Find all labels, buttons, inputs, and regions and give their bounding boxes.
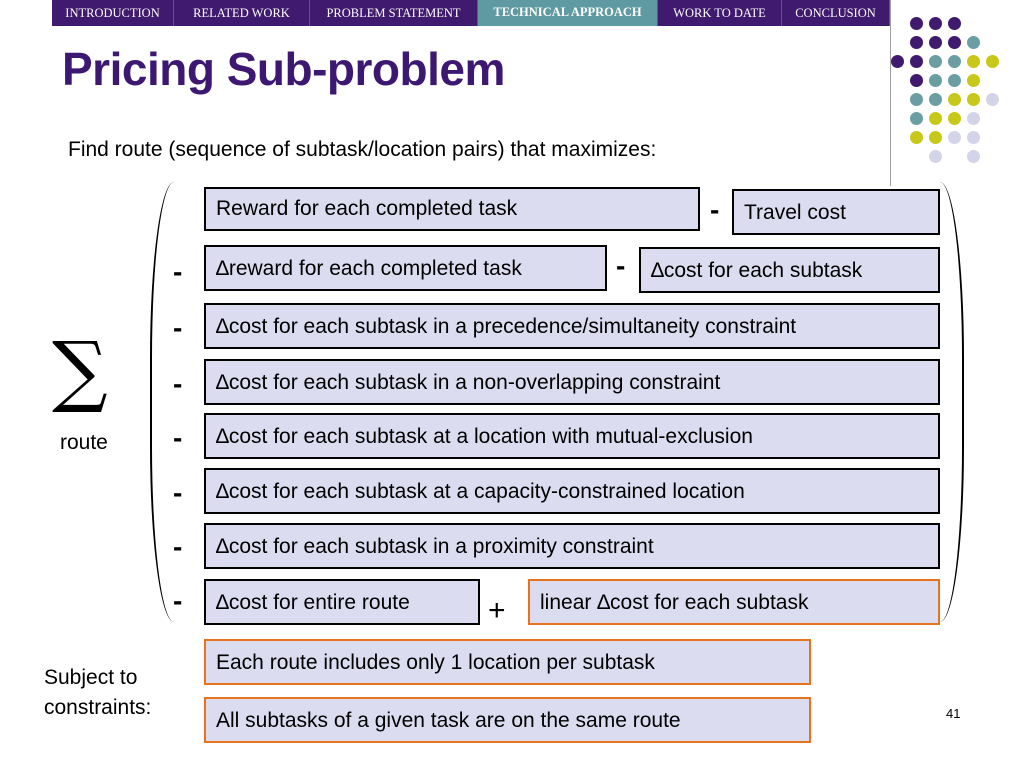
- decor-dot: [948, 74, 961, 87]
- nav-item-work-to-date[interactable]: WORK TO DATE: [658, 0, 782, 26]
- decor-dot: [986, 93, 999, 106]
- decor-dot: [948, 55, 961, 68]
- decor-dot: [948, 93, 961, 106]
- minus-operator: -: [173, 256, 183, 287]
- summation-symbol: ∑: [52, 326, 108, 416]
- decor-dot: [891, 55, 904, 68]
- minus-operator: -: [173, 531, 183, 562]
- decor-dot: [929, 93, 942, 106]
- term-linear-cost: linear ∆cost for each subtask: [528, 579, 940, 625]
- decor-dot: [929, 36, 942, 49]
- nav-item-technical-approach[interactable]: TECHNICAL APPROACH: [478, 0, 658, 26]
- minus-operator: -: [173, 368, 183, 399]
- decor-dot: [910, 17, 923, 30]
- summation-subscript: route: [60, 431, 108, 454]
- intro-text: Find route (sequence of subtask/location…: [68, 138, 657, 161]
- constraints-label-line2: constraints:: [44, 696, 152, 719]
- decor-dot: [967, 55, 980, 68]
- left-parenthesis: [150, 182, 174, 622]
- constraints-label-line1: Subject to: [44, 666, 138, 689]
- term-delta-reward: ∆reward for each completed task: [204, 245, 607, 291]
- constraint-same-route: All subtasks of a given task are on the …: [204, 697, 811, 743]
- decor-dot: [910, 36, 923, 49]
- constraint-one-location: Each route includes only 1 location per …: [204, 639, 811, 685]
- decor-dot: [967, 131, 980, 144]
- decor-dot: [967, 93, 980, 106]
- term-reward: Reward for each completed task: [204, 187, 700, 231]
- decor-dot: [910, 112, 923, 125]
- section-nav: INTRODUCTION RELATED WORK PROBLEM STATEM…: [52, 0, 890, 26]
- nav-item-conclusion[interactable]: CONCLUSION: [782, 0, 890, 26]
- decor-dot: [929, 150, 942, 163]
- divider-line: [890, 0, 891, 186]
- constraints-label: Subject to constraints:: [44, 663, 151, 723]
- term-travel-cost: Travel cost: [732, 189, 940, 235]
- decor-dot: [986, 55, 999, 68]
- plus-operator: +: [488, 594, 506, 627]
- decor-dot: [929, 131, 942, 144]
- decor-dot: [929, 112, 942, 125]
- page-number: 41: [946, 706, 961, 721]
- decor-dot: [948, 17, 961, 30]
- minus-operator: -: [173, 477, 183, 508]
- nav-item-related-work[interactable]: RELATED WORK: [174, 0, 310, 26]
- term-precedence-cost: ∆cost for each subtask in a precedence/s…: [204, 303, 940, 349]
- decor-dot: [910, 74, 923, 87]
- minus-operator: -: [616, 250, 626, 281]
- nav-item-problem-statement[interactable]: PROBLEM STATEMENT: [310, 0, 478, 26]
- decor-dot: [929, 55, 942, 68]
- decor-dot: [948, 131, 961, 144]
- decor-dot: [929, 17, 942, 30]
- term-delta-cost: ∆cost for each subtask: [639, 247, 940, 293]
- nav-item-introduction[interactable]: INTRODUCTION: [52, 0, 174, 26]
- decor-dot: [910, 131, 923, 144]
- decor-dot: [948, 36, 961, 49]
- right-parenthesis: [940, 182, 964, 622]
- decor-dot: [967, 112, 980, 125]
- minus-operator: -: [173, 312, 183, 343]
- decor-dot: [929, 74, 942, 87]
- minus-operator: -: [173, 422, 183, 453]
- slide-title: Pricing Sub-problem: [62, 43, 505, 95]
- term-capacity-cost: ∆cost for each subtask at a capacity-con…: [204, 468, 940, 514]
- term-proximity-cost: ∆cost for each subtask in a proximity co…: [204, 523, 940, 569]
- term-entire-route-cost: ∆cost for entire route: [204, 579, 480, 625]
- decor-dot: [910, 55, 923, 68]
- decor-dot: [967, 36, 980, 49]
- decor-dot: [948, 112, 961, 125]
- decor-dot: [967, 74, 980, 87]
- minus-operator: -: [173, 585, 183, 616]
- minus-operator: -: [710, 194, 720, 225]
- term-mutex-cost: ∆cost for each subtask at a location wit…: [204, 413, 940, 459]
- term-nonoverlap-cost: ∆cost for each subtask in a non-overlapp…: [204, 359, 940, 405]
- decor-dot: [967, 150, 980, 163]
- decor-dot: [910, 93, 923, 106]
